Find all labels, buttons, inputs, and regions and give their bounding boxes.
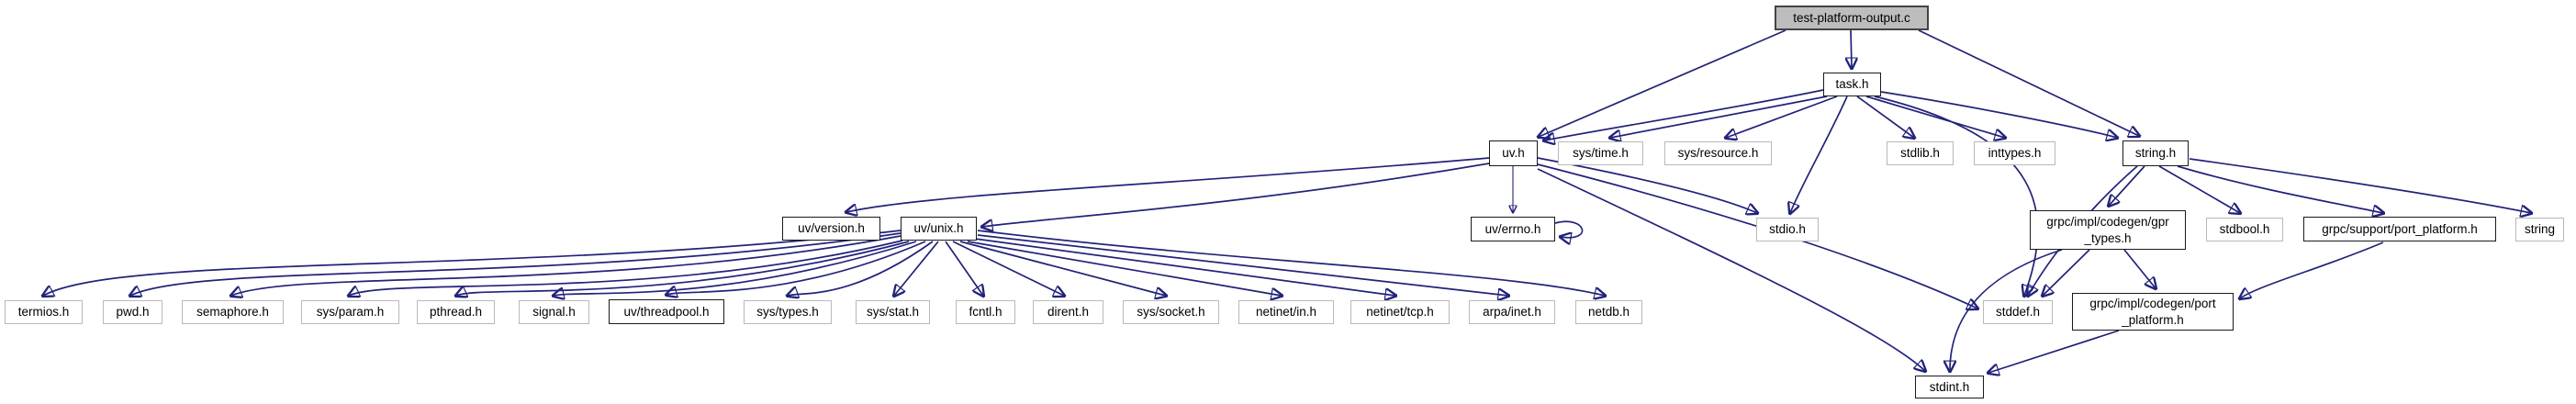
edge-string-to-stdbool <box>2158 165 2240 213</box>
edge-task-to-systime <box>1610 95 1828 138</box>
node-sys-resource-h: sys/resource.h <box>1664 141 1772 165</box>
edge-uvunix-to-syssocket <box>959 241 1166 296</box>
edge-uvunix-to-sysparam <box>349 240 903 296</box>
node-stdlib-h: stdlib.h <box>1887 141 1954 165</box>
edge-root-to-task <box>1851 29 1852 68</box>
edge-task-to-uv <box>1544 89 1824 140</box>
edge-gprtypes-to-stddef <box>2043 249 2090 296</box>
edge-uv-to-uvversion <box>846 157 1490 212</box>
node-string: string <box>2515 218 2564 241</box>
node-uv-errno-h[interactable]: uv/errno.h <box>1471 217 1555 241</box>
node-uv-threadpool-h[interactable]: uv/threadpool.h <box>609 299 724 324</box>
node-uv-version-h[interactable]: uv/version.h <box>782 217 880 241</box>
node-uv-h[interactable]: uv.h <box>1489 140 1538 166</box>
node-fcntl-h: fcntl.h <box>956 300 1015 324</box>
edge-task-to-sysresource <box>1726 95 1838 138</box>
edge-task-to-string <box>1880 91 2117 138</box>
node-signal-h: signal.h <box>519 300 589 324</box>
edge-uvunix-to-sysstat <box>894 241 939 296</box>
edge-task-to-stdlib <box>1856 95 1914 138</box>
edge-string-to-supportpp <box>2177 165 2383 213</box>
edge-uvunix-to-termios <box>43 230 902 296</box>
node-sys-time-h: sys/time.h <box>1558 141 1643 165</box>
edge-codegenpp-to-stdint <box>1988 330 2120 373</box>
edge-uvunix-to-arpainet <box>977 234 1508 296</box>
node-inttypes-h: inttypes.h <box>1974 141 2055 165</box>
edge-task-to-inttypes <box>1865 95 2005 138</box>
node-stdio-h: stdio.h <box>1756 218 1819 241</box>
node-sys-param-h: sys/param.h <box>301 300 399 324</box>
node-termios-h: termios.h <box>5 300 83 324</box>
node-task-h[interactable]: task.h <box>1823 73 1881 96</box>
edge-uvunix-to-systypes <box>788 241 934 296</box>
edge-root-to-string <box>1918 29 2139 136</box>
edge-task-to-stdio <box>1790 95 1848 213</box>
node-sys-types-h: sys/types.h <box>744 300 832 324</box>
node-string-h[interactable]: string.h <box>2122 140 2189 166</box>
edge-uvunix-to-pthread <box>456 241 910 296</box>
node-grpc-impl-codegen-gpr-types-h[interactable]: grpc/impl/codegen/gpr_types.h <box>2030 210 2186 250</box>
node-netinet-in-h: netinet/in.h <box>1238 300 1334 324</box>
edge-uvunix-to-dirent <box>952 241 1064 296</box>
edge-uvunix-to-threadpool <box>666 241 926 295</box>
edge-uvunix-to-netdb <box>977 230 1605 296</box>
node-arpa-inet-h: arpa/inet.h <box>1469 300 1555 324</box>
node-pwd-h: pwd.h <box>103 300 162 324</box>
edge-uvunix-to-netinetin <box>967 241 1282 296</box>
node-stdint-h[interactable]: stdint.h <box>1915 376 1984 398</box>
edge-uv-to-stddef <box>1537 163 1977 309</box>
edge-uv-to-uvunix <box>982 163 1490 227</box>
edge-uvunix-to-pwd <box>130 232 902 296</box>
edge-uv-to-stdint <box>1537 168 1925 371</box>
edge-uv-to-stdio <box>1537 157 1757 213</box>
edge-supportpp-to-codegenpp <box>2240 241 2384 298</box>
edge-gprtypes-to-codegenpp <box>2123 249 2156 288</box>
node-semaphore-h: semaphore.h <box>182 300 284 324</box>
edge-task-to-stddef <box>1874 95 2039 296</box>
edge-uvunix-to-fcntl <box>945 241 983 296</box>
edge-uvunix-to-netinettcp <box>974 238 1395 296</box>
node-pthread-h: pthread.h <box>417 300 495 324</box>
node-uv-unix-h[interactable]: uv/unix.h <box>901 217 977 241</box>
node-grpc-support-port-platform-h[interactable]: grpc/support/port_platform.h <box>2303 217 2496 241</box>
node-stddef-h: stddef.h <box>1983 300 2053 324</box>
node-test-platform-output-c: test-platform-output.c <box>1775 6 1929 30</box>
edge-root-to-uv <box>1539 29 1786 137</box>
node-sys-stat-h: sys/stat.h <box>856 300 930 324</box>
node-dirent-h: dirent.h <box>1033 300 1103 324</box>
node-stdbool-h: stdbool.h <box>2206 218 2283 241</box>
edge-string-to-stringnode <box>2189 158 2531 213</box>
node-grpc-impl-codegen-port-platform-h[interactable]: grpc/impl/codegen/port_platform.h <box>2072 293 2234 331</box>
edge-uverrno-self-loop <box>1554 220 1584 237</box>
edge-uvunix-to-semaphore <box>231 235 902 296</box>
node-sys-socket-h: sys/socket.h <box>1123 300 1219 324</box>
edge-string-to-gprtypes <box>2109 165 2145 206</box>
node-netdb-h: netdb.h <box>1575 300 1642 324</box>
edge-gprtypes-to-stdint <box>1950 249 2063 371</box>
node-netinet-tcp-h: netinet/tcp.h <box>1350 300 1450 324</box>
